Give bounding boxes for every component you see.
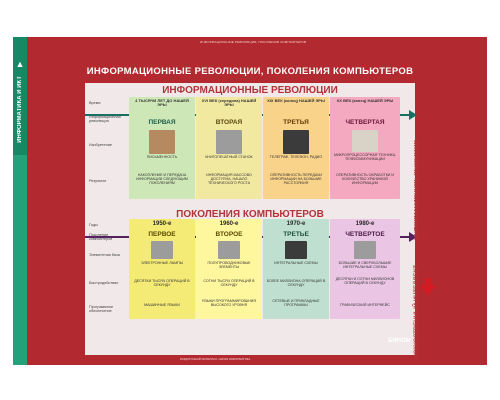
down-arrow-icon bbox=[420, 285, 436, 296]
generation-column-3: 1970-е ТРЕТЬЕ ИНТЕГРАЛЬНЫЕ СХЕМЫ БОЛЕЕ М… bbox=[263, 219, 329, 319]
revolution-column-3: XIX ВЕК (конец) НАШЕЙ ЭРЫ ТРЕТЬЯ ТЕЛЕГРА… bbox=[263, 97, 329, 199]
revolution-time: 4 ТЫСЯЧИ ЛЕТ ДО НАШЕЙ ЭРЫ bbox=[135, 98, 189, 108]
revolution-time: XX ВЕК (конец) НАШЕЙ ЭРЫ bbox=[336, 98, 394, 103]
generation-name: ТРЕТЬЕ bbox=[283, 231, 309, 238]
telephone-image bbox=[283, 130, 309, 154]
revolution-invention: ТЕЛЕГРАФ, ТЕЛЕФОН, РАДИО bbox=[269, 155, 323, 159]
generation-base: ЭЛЕКТРОННЫЕ ЛАМПЫ bbox=[141, 261, 183, 265]
generation-software: ГРАФИЧЕСКИЙ ИНТЕРФЕЙС bbox=[340, 303, 390, 307]
generation-years: 1970-е bbox=[286, 221, 306, 227]
row-label-result: Результат bbox=[89, 179, 107, 183]
revolution-time: XVI ВЕК (середина) НАШЕЙ ЭРЫ bbox=[201, 98, 257, 108]
row-label-invention: Изобретение bbox=[89, 143, 112, 147]
info-society-label: ИНФОРМАЦИОННОЕ ОБЩЕСТВО bbox=[414, 140, 420, 240]
generation-speed: ДЕСЯТКИ ТЫСЯЧ ОПЕРАЦИЙ В СЕКУНДУ bbox=[134, 279, 190, 287]
transistor-image bbox=[218, 241, 240, 259]
revolution-result: ОПЕРАТИВНОСТЬ ОБРАБОТКИ И КОЛИЧЕСТВО ХРА… bbox=[336, 173, 394, 185]
generation-base: БОЛЬШИЕ И СВЕРХБОЛЬШИЕ ИНТЕГРАЛЬНЫЕ СХЕМ… bbox=[338, 261, 392, 269]
revolution-name: ТРЕТЬЯ bbox=[283, 119, 309, 126]
revolution-name: ВТОРАЯ bbox=[215, 119, 243, 126]
revolution-invention: ПИСЬМЕННОСТЬ bbox=[146, 155, 178, 159]
scroll-image bbox=[149, 130, 175, 154]
content-panel: ИНФОРМАЦИОННЫЕ РЕВОЛЮЦИИ Время Информаци… bbox=[85, 83, 436, 355]
generation-software: МАШИННЫЕ ЯЗЫКИ bbox=[144, 303, 180, 307]
generation-years: 1950-е bbox=[152, 221, 172, 227]
arrow-head-icon bbox=[409, 110, 417, 120]
generation-speed: ДЕСЯТКИ И СОТНИ МИЛЛИОНОВ ОПЕРАЦИЙ В СЕК… bbox=[335, 277, 395, 285]
revolution-result: ИНФОРМАЦИЯ МАССОВО ДОСТУПНА, НАЧАЛО ТЕХН… bbox=[206, 173, 252, 185]
row-label-software: Программное обеспечение bbox=[89, 305, 114, 313]
generation-column-1: 1950-е ПЕРВОЕ ЭЛЕКТРОННЫЕ ЛАМПЫ ДЕСЯТКИ … bbox=[129, 219, 195, 319]
generation-years: 1980-е bbox=[355, 221, 375, 227]
generation-name: ВТОРОЕ bbox=[215, 231, 243, 238]
revolution-name: ЧЕТВЕРТАЯ bbox=[345, 119, 385, 126]
computer-image bbox=[352, 130, 378, 152]
revolution-result: ОПЕРАТИВНОСТЬ ПЕРЕДАЧИ ИНФОРМАЦИИ НА БОЛ… bbox=[270, 173, 322, 185]
generation-name: ПЕРВОЕ bbox=[148, 231, 176, 238]
revolution-time: XIX ВЕК (конец) НАШЕЙ ЭРЫ bbox=[267, 98, 325, 103]
book-icon: ▲ bbox=[15, 59, 25, 69]
row-label-speed: Быстродействие bbox=[89, 281, 119, 285]
revolution-result: НАКОПЛЕНИЕ И ПЕРЕДАЧА ИНФОРМАЦИИ СЛЕДУЮЩ… bbox=[136, 173, 188, 185]
revolution-name: ПЕРВАЯ bbox=[148, 119, 176, 126]
row-label-time: Время bbox=[89, 101, 101, 105]
vacuum-tube-image bbox=[151, 241, 173, 259]
generation-speed: БОЛЕЕ МИЛЛИОНА ОПЕРАЦИЙ В СЕКУНДУ bbox=[266, 279, 326, 287]
generation-column-2: 1960-е ВТОРОЕ ПОЛУПРОВОДНИКОВЫЕ ЭЛЕМЕНТЫ… bbox=[196, 219, 262, 319]
generation-speed: СОТНИ ТЫСЯЧ ОПЕРАЦИЙ В СЕКУНДУ bbox=[203, 279, 255, 287]
sidebar-top: ▲ ИНФОРМАТИКА И ИКТ bbox=[13, 37, 27, 155]
row-label-element-base: Элементная база bbox=[89, 253, 120, 257]
arrow-head-icon bbox=[409, 232, 417, 242]
revolution-column-4: XX ВЕК (конец) НАШЕЙ ЭРЫ ЧЕТВЕРТАЯ МИКРО… bbox=[330, 97, 400, 199]
generation-name: ЧЕТВЕРТОЕ bbox=[345, 231, 385, 238]
sidebar-bottom bbox=[13, 155, 27, 365]
row-label-generation: Поколение компьютеров bbox=[89, 233, 113, 241]
generation-column-4: 1980-е ЧЕТВЕРТОЕ БОЛЬШИЕ И СВЕРХБОЛЬШИЕ … bbox=[330, 219, 400, 319]
row-label-revolution: Информационная революция bbox=[89, 115, 121, 123]
generation-base: ПОЛУПРОВОДНИКОВЫЕ ЭЛЕМЕНТЫ bbox=[207, 261, 251, 269]
generation-years: 1960-е bbox=[219, 221, 239, 227]
ai-label: ИСКУССТВЕННЫЙ ИНТЕЛЛЕКТ bbox=[414, 265, 420, 359]
sidebar: ▲ ИНФОРМАТИКА И ИКТ bbox=[13, 37, 27, 365]
integrated-circuit-image bbox=[285, 241, 307, 259]
top-caption: ИНФОРМАЦИОННЫЕ РЕВОЛЮЦИИ, ПОКОЛЕНИЯ КОМП… bbox=[200, 40, 307, 44]
revolution-invention: КНИГОПЕЧАТНЫЙ СТАНОК bbox=[205, 155, 253, 159]
revolution-invention: МИКРОПРОЦЕССОРНАЯ ТЕХНИКА, ТЕЛЕКОММУНИКА… bbox=[333, 153, 397, 161]
revolution-column-1: 4 ТЫСЯЧИ ЛЕТ ДО НАШЕЙ ЭРЫ ПЕРВАЯ ПИСЬМЕН… bbox=[129, 97, 195, 199]
generation-software: ЯЗЫКИ ПРОГРАММИРОВАНИЯ ВЫСОКОГО УРОВНЯ bbox=[202, 299, 256, 307]
row-label-years: Годы bbox=[89, 223, 98, 227]
generation-base: ИНТЕГРАЛЬНЫЕ СХЕМЫ bbox=[274, 261, 318, 265]
generation-software: СЕТЕВЫЕ И ПРИКЛАДНЫЕ ПРОГРАММЫ bbox=[272, 299, 320, 307]
publisher-logo: БИНОМ bbox=[388, 338, 411, 344]
transition-arrow-stem bbox=[425, 278, 431, 286]
sidebar-title: ИНФОРМАТИКА И ИКТ bbox=[17, 75, 23, 143]
revolution-column-2: XVI ВЕК (середина) НАШЕЙ ЭРЫ ВТОРАЯ КНИГ… bbox=[196, 97, 262, 199]
microchip-image bbox=[354, 241, 376, 259]
revolutions-title: ИНФОРМАЦИОННЫЕ РЕВОЛЮЦИИ bbox=[162, 85, 338, 96]
main-title: ИНФОРМАЦИОННЫЕ РЕВОЛЮЦИИ, ПОКОЛЕНИЯ КОМП… bbox=[86, 66, 414, 77]
generations-title: ПОКОЛЕНИЯ КОМПЬЮТЕРОВ bbox=[176, 209, 324, 220]
printing-press-image bbox=[216, 130, 242, 154]
bottom-caption: РАЗДАТОЧНЫЙ МАТЕРИАЛ. СЕРИЯ ИНФОРМАТИКА bbox=[180, 357, 251, 361]
